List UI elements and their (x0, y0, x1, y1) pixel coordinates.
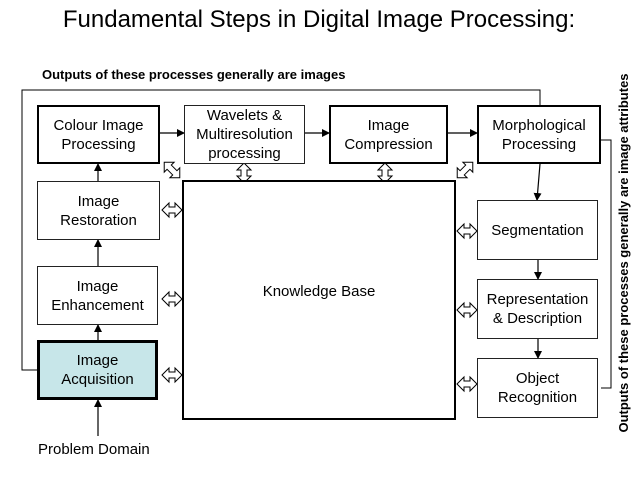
wavelets-box: Wavelets & Multiresolution processing (184, 105, 305, 164)
problem-domain-label: Problem Domain (38, 441, 150, 458)
double-arrow-icon (161, 290, 183, 308)
double-arrow-icon (161, 366, 183, 384)
morphological-processing-box: Morphological Processing (477, 105, 601, 164)
double-arrow-icon (456, 375, 478, 393)
double-arrow-icon (456, 301, 478, 319)
segmentation-box: Segmentation (477, 200, 598, 260)
page-title: Fundamental Steps in Digital Image Proce… (62, 6, 576, 33)
images-feedback-line (21, 89, 541, 371)
double-arrow-icon (456, 161, 474, 179)
colour-image-processing-box: Colour Image Processing (37, 105, 160, 164)
double-arrow-icon (456, 222, 478, 240)
knowledge-base-box: Knowledge Base (182, 180, 456, 420)
top-caption: Outputs of these processes generally are… (42, 67, 346, 82)
image-compression-box: Image Compression (329, 105, 448, 164)
double-arrow-icon (161, 201, 183, 219)
representation-description-box: Representation & Description (477, 279, 598, 339)
object-recognition-box: Object Recognition (477, 358, 598, 418)
image-acquisition-box: Image Acquisition (37, 340, 158, 400)
double-arrow-icon (163, 161, 181, 179)
morph-to-seg-arrow (533, 163, 542, 201)
image-restoration-box: Image Restoration (37, 181, 160, 240)
attributes-bracket-line (601, 139, 612, 389)
image-enhancement-box: Image Enhancement (37, 266, 158, 325)
